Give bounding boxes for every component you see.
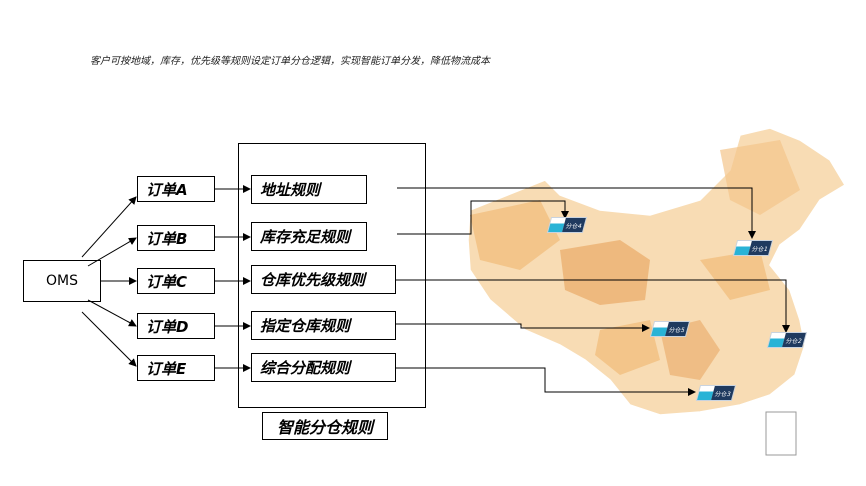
order-b: 订单B	[137, 225, 215, 251]
warehouse-1: 分仓1	[732, 240, 774, 256]
order-c: 订单C	[137, 268, 215, 294]
warehouse-2: 分仓2	[766, 332, 808, 348]
rule-stock: 库存充足规则	[251, 222, 367, 251]
rule-combined: 综合分配规则	[251, 353, 396, 382]
rule-designated: 指定仓库规则	[251, 311, 396, 340]
oms-node: OMS	[23, 260, 101, 302]
rule-priority: 仓库优先级规则	[251, 265, 396, 294]
warehouse-3: 分仓3	[695, 385, 737, 401]
order-d: 订单D	[137, 313, 215, 339]
warehouse-5: 分仓5	[649, 321, 691, 337]
order-a: 订单A	[137, 176, 215, 202]
rules-title: 智能分仓规则	[262, 412, 388, 440]
order-e: 订单E	[137, 355, 215, 381]
rules-container	[238, 143, 426, 408]
caption: 客户可按地域，库存，优先级等规则设定订单分仓逻辑，实现智能订单分发，降低物流成本	[90, 56, 490, 67]
rule-address: 地址规则	[251, 175, 367, 204]
warehouse-4: 分仓4	[546, 217, 588, 233]
